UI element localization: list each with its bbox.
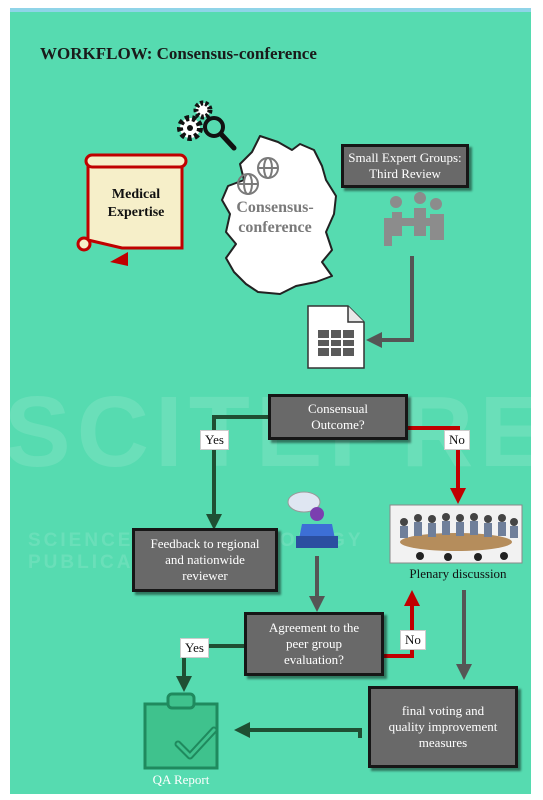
qa-report-label: QA Report bbox=[152, 772, 210, 787]
consensus-conference-label: Consensus- conference bbox=[236, 199, 314, 236]
gears-magnifier-icon bbox=[177, 100, 237, 151]
globe-icon bbox=[237, 157, 279, 195]
agreement-box: Agreement to the peer group evaluation? bbox=[244, 612, 384, 676]
speaker-chat-icon bbox=[287, 491, 338, 548]
connectors bbox=[176, 256, 472, 738]
arrow-yes-feedback bbox=[206, 415, 268, 530]
meeting-photo-icon bbox=[389, 504, 523, 564]
edge-label-no-2: No bbox=[400, 630, 426, 650]
arrow-experts-to-document bbox=[366, 256, 414, 348]
arrow-no-back-plenary bbox=[384, 590, 420, 658]
diagram-title: WORKFLOW: Consensus-conference bbox=[40, 44, 317, 63]
expert-group-icon bbox=[384, 192, 444, 246]
clipboard-check-icon bbox=[143, 692, 219, 770]
small-expert-groups-box: Small Expert Groups: Third Review bbox=[341, 144, 469, 188]
plenary-discussion-label: Plenary discussion bbox=[409, 566, 507, 581]
arrow-voting-to-qa bbox=[234, 722, 362, 738]
consensual-outcome-box: Consensual Outcome? bbox=[268, 394, 408, 440]
feedback-box: Feedback to regional and nationwide revi… bbox=[132, 528, 278, 592]
scroll-icon bbox=[76, 153, 188, 266]
medical-expertise-label: Medical Expertise bbox=[107, 187, 165, 220]
edge-label-yes-2: Yes bbox=[180, 638, 209, 658]
edge-label-yes-1: Yes bbox=[200, 430, 229, 450]
edge-label-no-1: No bbox=[444, 430, 470, 450]
final-voting-box: final voting and quality improvement mea… bbox=[368, 686, 518, 768]
spreadsheet-document-icon bbox=[307, 305, 365, 369]
arrow-no-plenary bbox=[407, 426, 466, 504]
